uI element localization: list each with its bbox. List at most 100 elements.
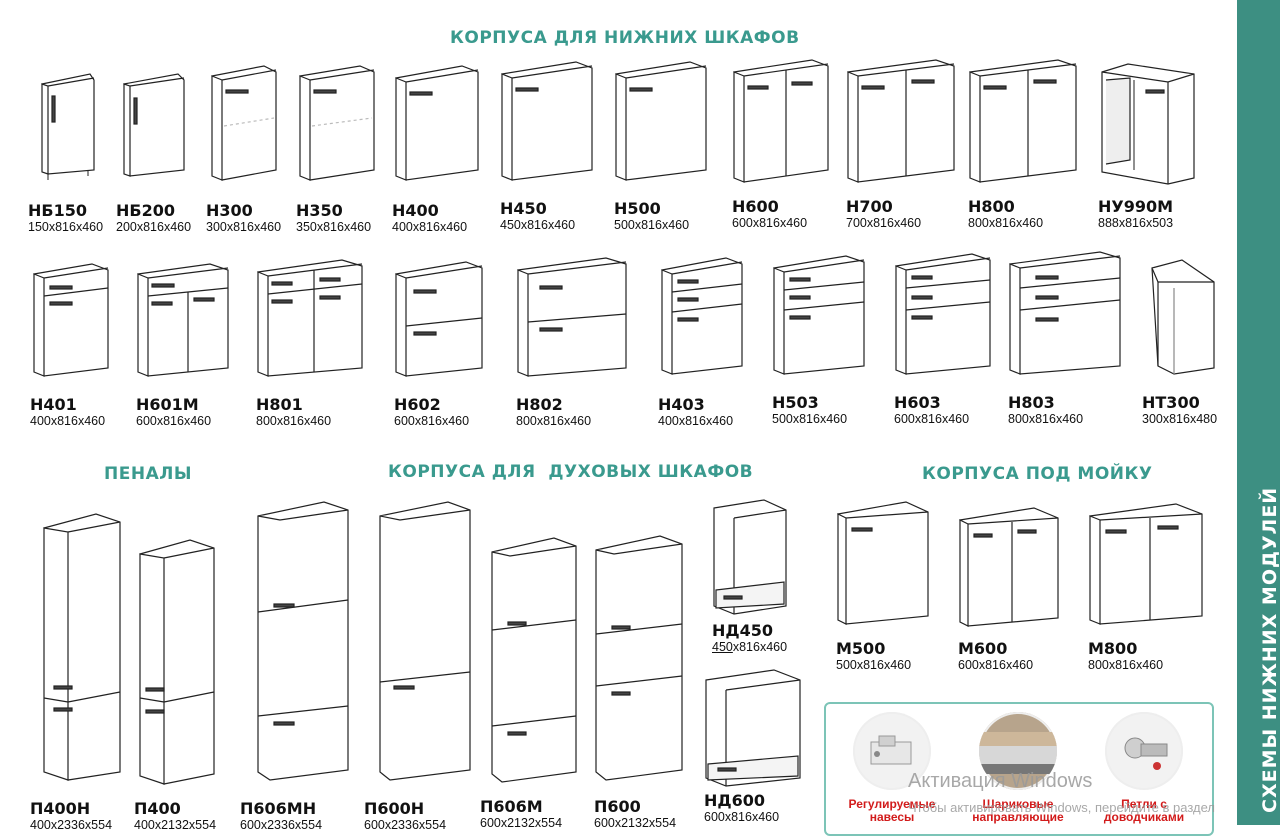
single-door-cabinet-icon (395, 65, 479, 181)
module-n700: Н700 700x816x460 (846, 58, 976, 231)
module-size: 600x816x460 (136, 414, 212, 428)
module-code: НД450 (712, 621, 774, 640)
two-drawer-cabinet-icon (517, 257, 627, 377)
module-nu990m: НУ990М 888x816x503 (1098, 60, 1228, 231)
three-drawer-cabinet-icon (895, 253, 991, 375)
module-code: Н403 (658, 395, 705, 414)
module-n500: Н500 500x816x460 (614, 60, 744, 233)
sink-cabinet-icon (959, 507, 1059, 627)
module-size: 600x816x460 (958, 658, 1034, 672)
three-drawer-cabinet-icon (661, 257, 743, 375)
module-size: 800x816x460 (516, 414, 592, 428)
module-size: 600x2132x554 (480, 816, 563, 830)
tall-cabinet-icon (43, 513, 121, 781)
module-code: Н450 (500, 199, 547, 218)
module-n503: Н503 500x816x460 (772, 254, 902, 427)
oven-tall-cabinet-icon (257, 501, 349, 781)
module-code: Н401 (30, 395, 77, 414)
heading-lower-cabinets: КОРПУСА ДЛЯ НИЖНИХ ШКАФОВ (450, 28, 800, 48)
module-n300: Н300 300x816x460 (206, 64, 336, 235)
module-size: 300x816x480 (1142, 412, 1218, 426)
sidebar (1237, 0, 1280, 825)
module-p400: П400 400x2132x554 (134, 538, 264, 833)
oven-base-cabinet-icon (713, 499, 787, 615)
module-code: НБ200 (116, 201, 175, 220)
activation-watermark-title: Активация Windows (908, 770, 1093, 792)
three-drawer-cabinet-icon (1009, 251, 1121, 375)
module-size: 450x816x460 (500, 218, 576, 232)
module-code: М800 (1088, 639, 1138, 658)
narrow-bottle-cabinet-icon (123, 73, 185, 177)
sidebar-title: СХЕМЫ НИЖНИХ МОДУЛЕЙ (1259, 486, 1280, 813)
module-size: 400x816x460 (392, 220, 468, 234)
module-code: П400 (134, 799, 181, 818)
module-size: 600x2336x554 (240, 818, 323, 832)
module-code: П400Н (30, 799, 91, 818)
module-code: М500 (836, 639, 886, 658)
narrow-bottle-cabinet-icon (41, 73, 95, 180)
module-code: Н802 (516, 395, 563, 414)
module-size: 400x816x460 (658, 414, 734, 428)
module-size: 600x816x460 (732, 216, 808, 230)
module-size: 888x816x503 (1098, 216, 1174, 230)
module-n403: Н403 400x816x460 (658, 256, 788, 429)
tall-cabinet-icon (139, 539, 215, 785)
module-code: Н600 (732, 197, 779, 216)
double-door-cabinet-icon (969, 59, 1077, 183)
module-size: 200x816x460 (116, 220, 192, 234)
slide-icon (979, 712, 1057, 790)
module-n801: Н801 800x816x460 (256, 258, 386, 429)
module-size-rest: x816x460 (732, 640, 788, 654)
module-n802: Н802 800x816x460 (516, 256, 646, 429)
module-p600n: П600Н 600x2336x554 (364, 500, 494, 833)
two-drawer-cabinet-icon (395, 261, 483, 377)
module-n803: Н803 800x816x460 (1008, 250, 1138, 427)
module-size: 800x816x460 (968, 216, 1044, 230)
module-n602: Н602 600x816x460 (394, 260, 524, 429)
module-size: 150x816x460 (28, 220, 104, 234)
module-n603: Н603 600x816x460 (894, 252, 1024, 427)
module-size: 350x816x460 (296, 220, 372, 234)
module-code: П606М (480, 797, 543, 816)
module-p606m: П606М 600x2132x554 (480, 536, 610, 831)
module-size: 700x816x460 (846, 216, 922, 230)
activation-watermark-subtitle: Чтобы активировать Windows, перейдите в … (908, 800, 1215, 815)
module-code: Н601М (136, 395, 199, 414)
single-door-cabinet-icon (211, 65, 277, 181)
module-m500: М500 500x816x460 (836, 500, 966, 673)
module-size: 450x816x460 (712, 640, 842, 655)
double-door-cabinet-icon (847, 59, 955, 183)
module-size: 600x2336x554 (364, 818, 447, 832)
module-nt300: НТ300 300x816x480 (1142, 258, 1272, 427)
heading-tall-cabinets: ПЕНАЛЫ (104, 464, 192, 484)
module-code: Н350 (296, 201, 343, 220)
single-door-cabinet-icon (299, 65, 375, 181)
single-door-cabinet-icon (615, 61, 707, 181)
module-n400: Н400 400x816x460 (392, 64, 522, 235)
module-size: 400x816x460 (30, 414, 106, 428)
oven-tall-cabinet-icon (491, 537, 577, 783)
module-m600: М600 600x816x460 (958, 506, 1088, 673)
module-nd450: НД450 450x816x460 (712, 498, 842, 655)
module-n350: Н350 350x816x460 (296, 64, 426, 235)
module-nb200: НБ200 200x816x460 (116, 72, 246, 235)
module-code: Н503 (772, 393, 819, 412)
module-p606mn: П606МН 600x2336x554 (240, 500, 370, 833)
module-code: Н700 (846, 197, 893, 216)
module-code: НБ150 (28, 201, 87, 220)
module-n800: Н800 800x816x460 (968, 58, 1098, 231)
module-size: 800x816x460 (1088, 658, 1164, 672)
module-size: 600x816x460 (894, 412, 970, 426)
corner-cabinet-icon (1101, 63, 1195, 185)
module-size-width: 450 (712, 640, 733, 654)
module-code: Н602 (394, 395, 441, 414)
module-nd600: НД600 600x816x460 (704, 668, 834, 825)
module-size: 500x816x460 (614, 218, 690, 232)
module-code: Н800 (968, 197, 1015, 216)
module-code: Н500 (614, 199, 661, 218)
